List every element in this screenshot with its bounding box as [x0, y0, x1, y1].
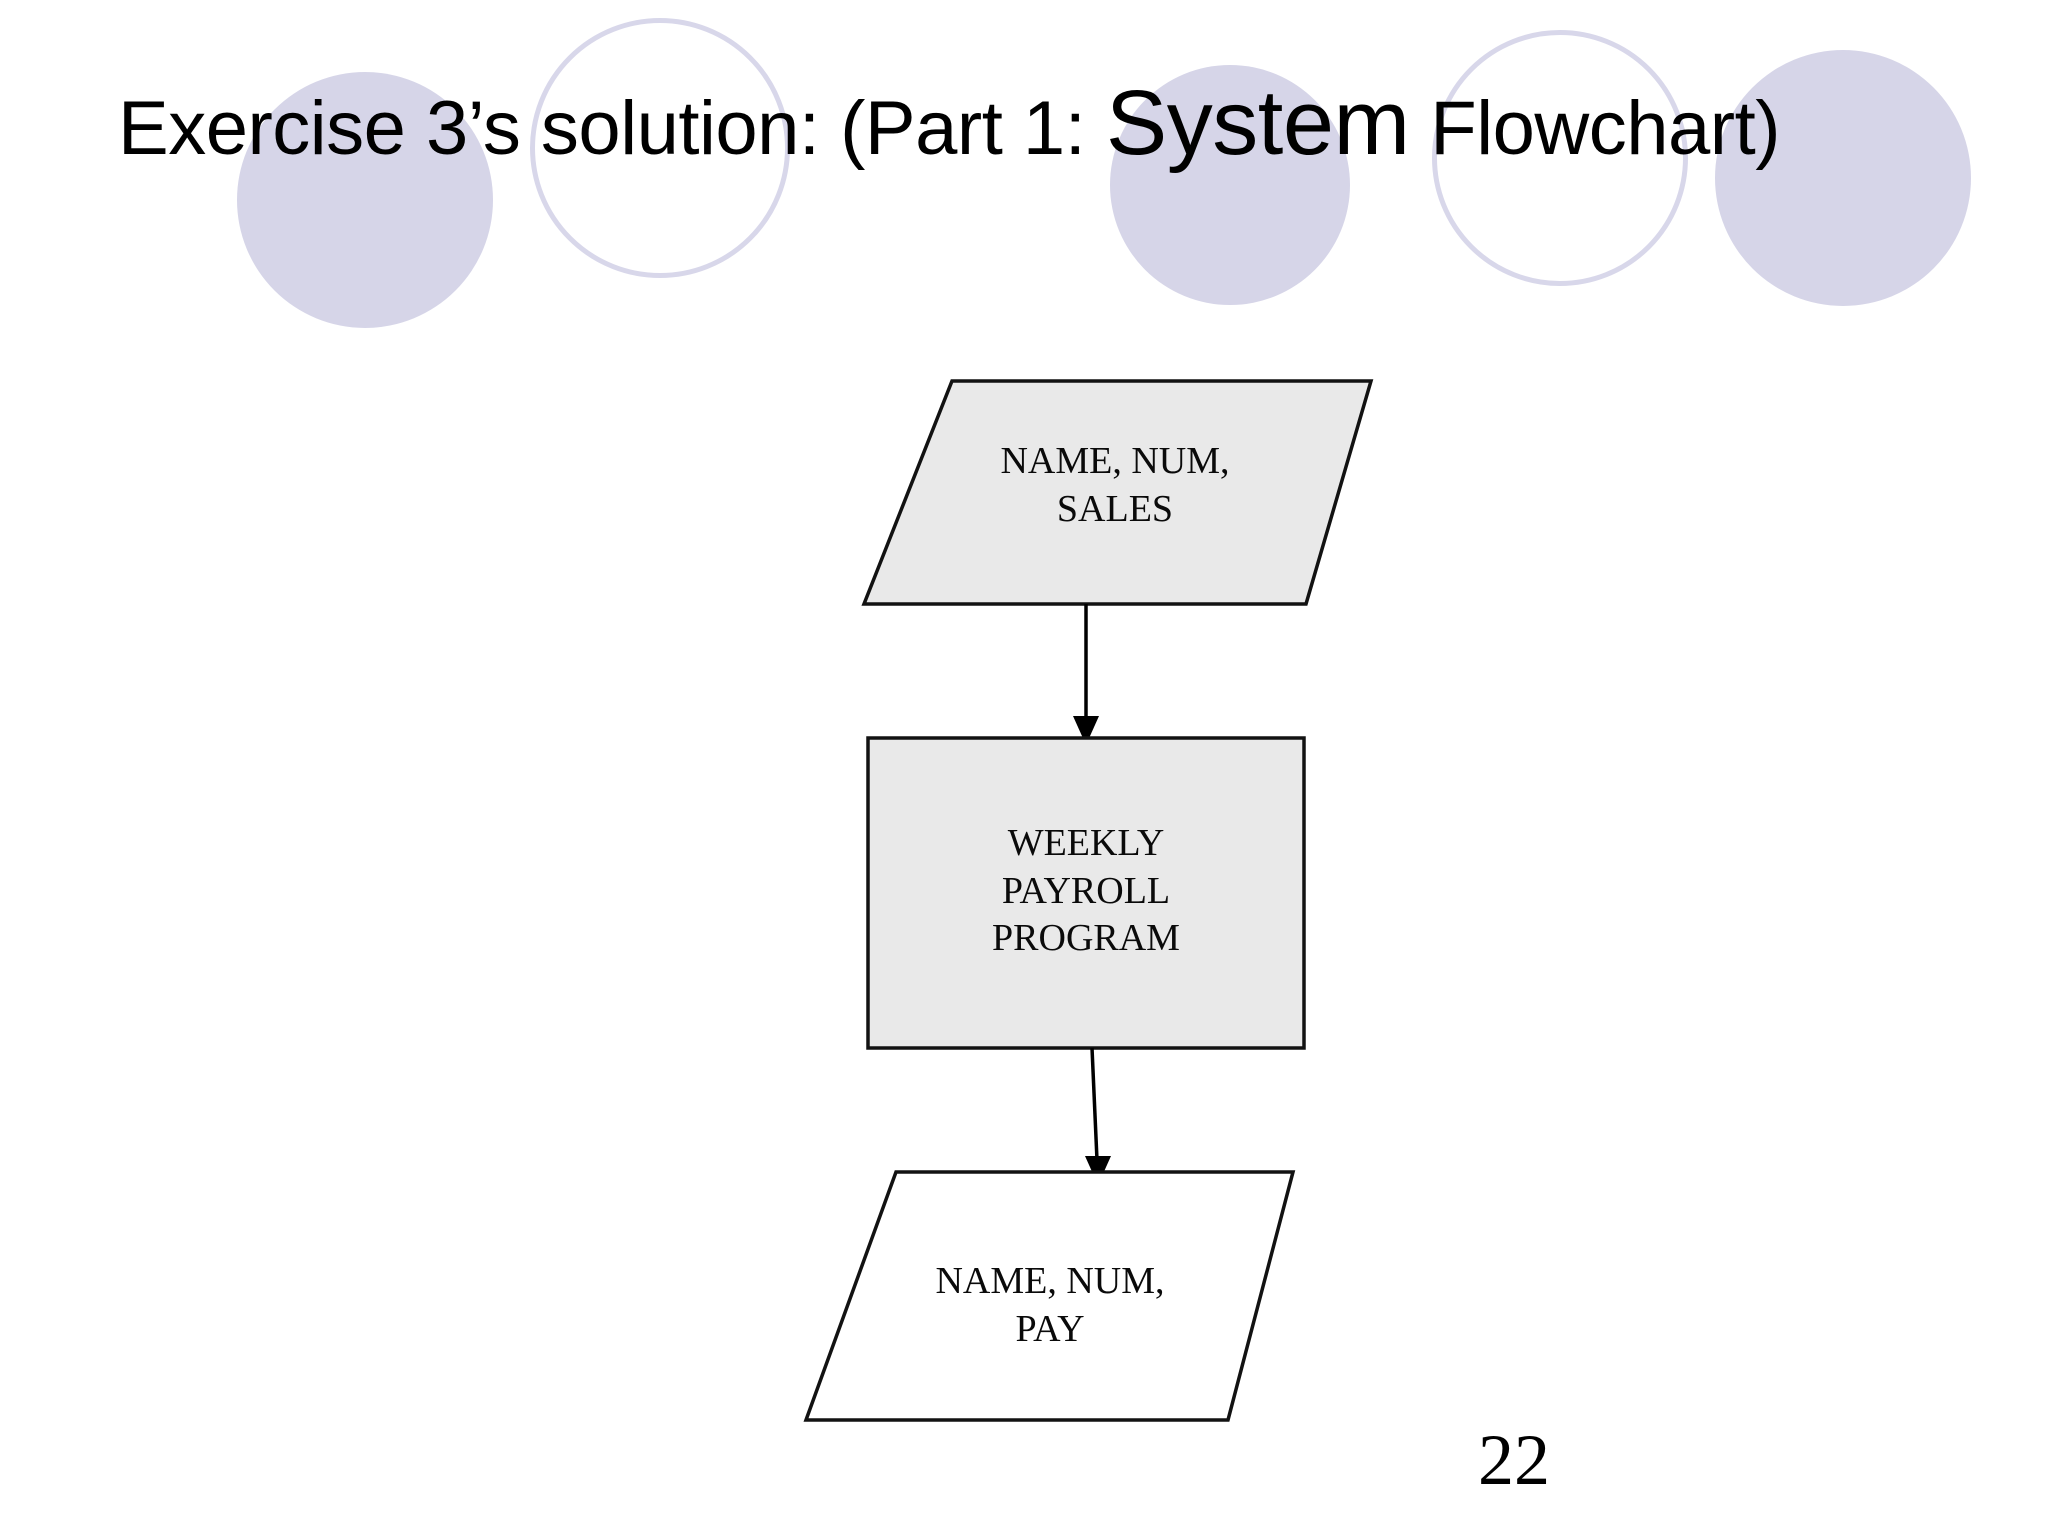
page-number: 22 [1478, 1420, 1550, 1500]
edge-program-to-output-line [1090, 1047, 1099, 1161]
page-title-lead: Exercise 3’s solution: (Part 1: [118, 86, 1106, 171]
page-title-emphasis: System [1105, 72, 1410, 174]
node-output-data-shape[interactable] [803, 1170, 1296, 1422]
edge-input-to-program-arrowhead [1073, 716, 1099, 745]
node-payroll-program-shape[interactable] [866, 736, 1306, 1050]
page-title-text: Exercise 3’s solution: (Part 1: System F… [118, 60, 1838, 187]
page-title: Exercise 3’s solution: (Part 1: System F… [118, 60, 1838, 187]
node-input-data-shape[interactable] [861, 379, 1374, 606]
page-title-trail: Flowchart) [1409, 86, 1780, 171]
